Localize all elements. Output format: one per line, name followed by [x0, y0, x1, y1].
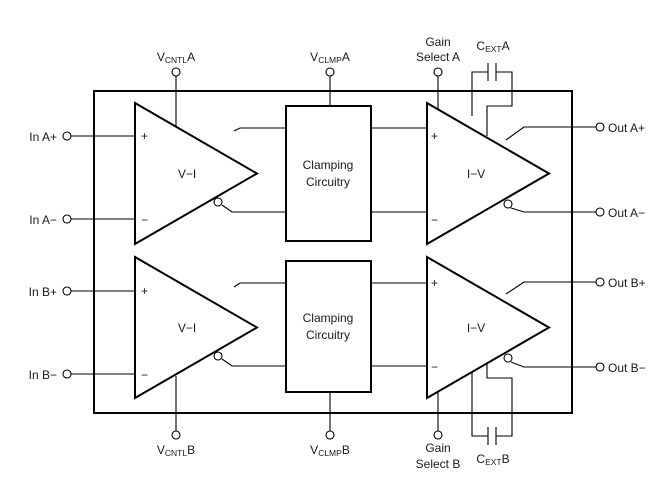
wire-out-a-minus: [510, 207, 598, 213]
iv-a-plus-sign: +: [431, 129, 438, 143]
iv-a-invert-bubble: [503, 199, 513, 209]
wire-vi-b-out-plus: [233, 282, 286, 288]
iv-b-plus-sign: +: [431, 276, 438, 290]
iv-a-label: I−V: [467, 167, 485, 181]
vi-b-label: V−I: [178, 321, 196, 335]
out-b-minus-label: Out B−: [608, 361, 646, 375]
wire-out-b-plus: [505, 281, 598, 295]
iv-amplifier-b: [426, 255, 551, 400]
pin-in-a-minus[interactable]: [62, 214, 72, 224]
pin-gain-a[interactable]: [433, 67, 443, 77]
iv-a-minus-sign: −: [431, 213, 438, 227]
clamp-a-label-line2: Circuitry: [306, 175, 350, 189]
wire-cext-a-2: [486, 71, 513, 136]
vi-amplifier-b: [134, 255, 259, 400]
pin-terminals: [62, 67, 605, 440]
iv-b-minus-sign: −: [431, 360, 438, 374]
gain-b-label-line2: Select B: [416, 457, 461, 471]
pin-in-b-plus[interactable]: [62, 286, 72, 296]
vi-a-invert-bubble: [213, 197, 223, 207]
in-b-plus-label: In B+: [29, 285, 57, 299]
wire-out-b-minus: [510, 361, 598, 368]
in-a-minus-label: In A−: [29, 213, 57, 227]
out-a-plus-label: Out A+: [608, 121, 645, 135]
vclmp-a-label: VCLMPA: [310, 50, 350, 65]
vi-a-plus-sign: +: [141, 129, 148, 143]
vcntl-a-label: VCNTLA: [157, 50, 195, 65]
chip-outline: [93, 90, 573, 414]
clamp-b-label-line2: Circuitry: [306, 328, 350, 342]
out-b-plus-label: Out B+: [608, 276, 646, 290]
pin-vcntl-b[interactable]: [171, 430, 181, 440]
vcntl-b-label: VCNTLB: [157, 443, 195, 458]
vi-b-plus-sign: +: [141, 284, 148, 298]
wires: [71, 71, 598, 437]
vclmp-b-label: VCLMPB: [310, 443, 350, 458]
gain-b-label-line1: Gain: [425, 441, 450, 455]
wire-out-a-plus: [505, 126, 598, 141]
wire-cext-b: [486, 348, 513, 437]
out-a-minus-label: Out A−: [608, 206, 645, 220]
pin-out-a-plus[interactable]: [595, 122, 605, 132]
capacitor-b: [487, 427, 497, 445]
wire-vi-a-out-minus: [221, 204, 286, 213]
vi-b-invert-bubble: [213, 351, 223, 361]
vi-a-minus-sign: −: [141, 213, 148, 227]
iv-b-invert-bubble: [503, 353, 513, 363]
vi-a-label: V−I: [178, 167, 196, 181]
in-b-minus-label: In B−: [29, 368, 57, 382]
wire-vi-a-out-plus: [233, 127, 286, 132]
pin-vcntl-a[interactable]: [171, 67, 181, 77]
clamping-block-b: [285, 260, 372, 393]
capacitor-a: [487, 63, 497, 81]
clamping-block-a: [285, 105, 372, 242]
wire-cext-b-2: [471, 370, 488, 437]
pin-vclmp-a[interactable]: [325, 67, 335, 77]
wire-cext-a: [471, 71, 488, 116]
gain-a-label-line2: Select A: [416, 50, 460, 64]
clamp-a-label-line1: Clamping: [303, 158, 354, 172]
pin-in-a-plus[interactable]: [62, 131, 72, 141]
pin-out-b-minus[interactable]: [595, 362, 605, 372]
pin-in-b-minus[interactable]: [62, 369, 72, 379]
iv-b-label: I−V: [467, 321, 485, 335]
pin-vclmp-b[interactable]: [325, 430, 335, 440]
clamp-b-label-line1: Clamping: [303, 311, 354, 325]
wire-vi-b-out-minus: [221, 358, 286, 367]
pin-gain-b[interactable]: [433, 430, 443, 440]
gain-a-label-line1: Gain: [425, 35, 450, 49]
pin-out-a-minus[interactable]: [595, 207, 605, 217]
pin-out-b-plus[interactable]: [595, 277, 605, 287]
vi-amplifier-a: [134, 101, 259, 246]
vi-b-minus-sign: −: [141, 368, 148, 382]
cext-a-label: CEXTA: [476, 39, 509, 54]
iv-amplifier-a: [426, 101, 551, 246]
in-a-plus-label: In A+: [29, 130, 57, 144]
cext-b-label: CEXTB: [476, 452, 509, 467]
